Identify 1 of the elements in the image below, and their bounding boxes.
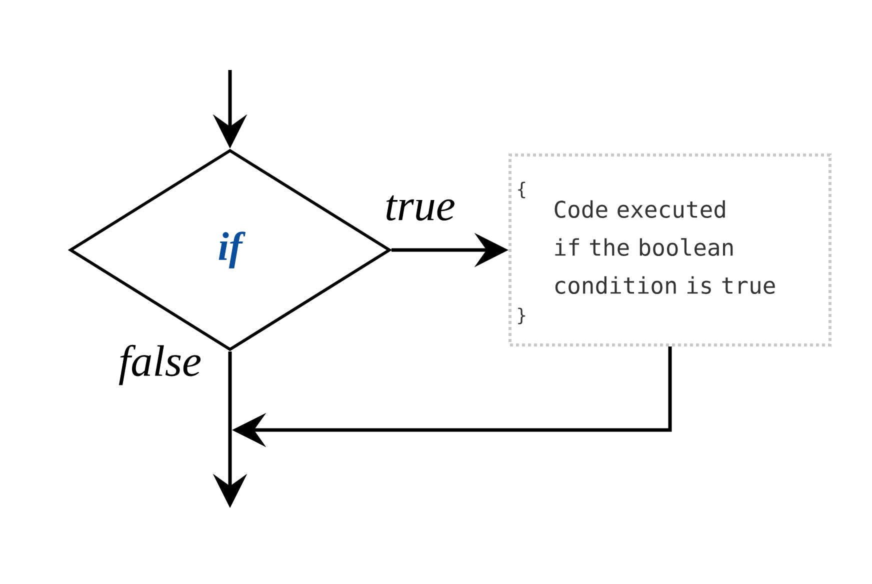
code-box: { Code executed if the boolean condition is true }	[508, 154, 832, 346]
